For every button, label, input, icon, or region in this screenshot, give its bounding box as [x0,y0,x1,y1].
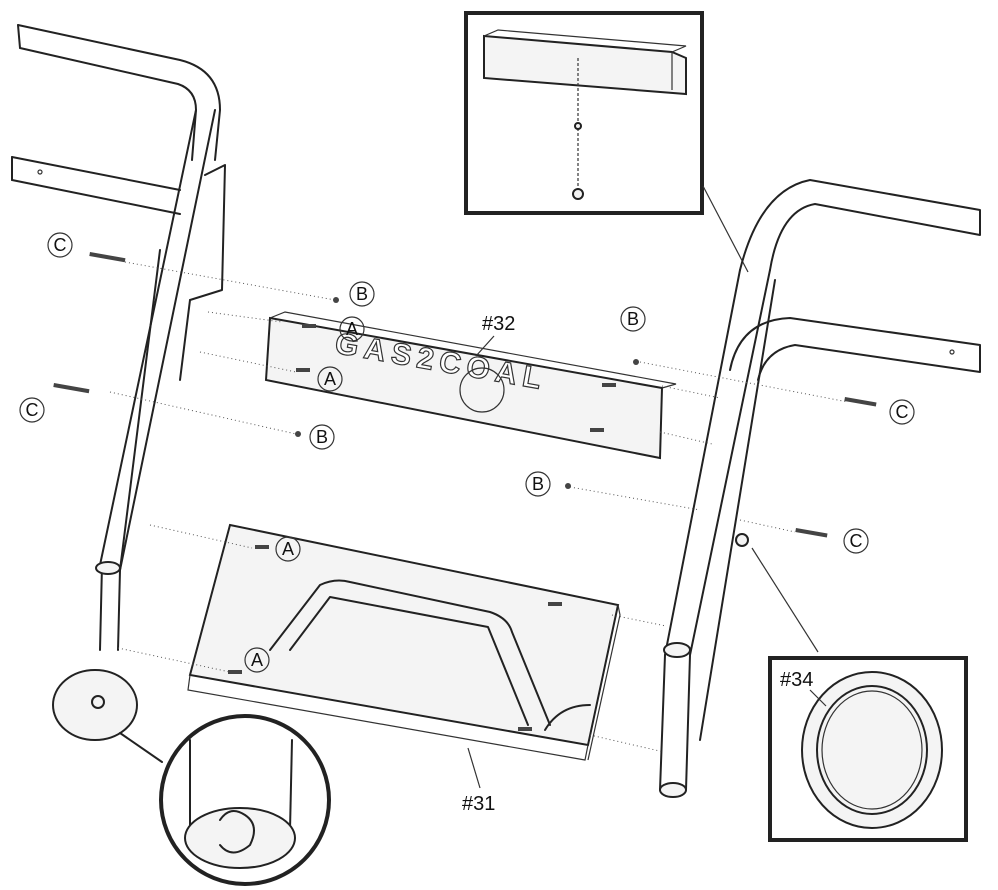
inset-leader-right [751,547,819,653]
callout-b-right-bottom: B [525,471,551,497]
svg-text:#32: #32 [482,313,515,335]
svg-text:A: A [346,319,358,339]
left-frame [11,24,226,651]
callout-a-shelf-bottom: A [244,647,270,673]
guide-lines [109,261,849,753]
callout-a-shelf-top: A [275,536,301,562]
screws [53,252,877,731]
svg-text:C: C [850,531,863,551]
inset-leader-top [702,185,749,273]
svg-text:#34: #34 [780,669,813,691]
callout-c-left-bottom: C [19,397,45,423]
svg-text:A: A [251,650,263,670]
svg-text:B: B [356,284,368,304]
part-label-32: #32 [475,313,515,357]
svg-text:#31: #31 [462,793,495,815]
svg-text:B: B [532,474,544,494]
svg-text:A: A [324,369,336,389]
svg-text:C: C [26,400,39,420]
callout-c-right-bottom: C [843,528,869,554]
gasket-inset [768,656,968,842]
part-label-31: #31 [462,747,495,815]
svg-text:B: B [316,427,328,447]
part-label-34: #34 [780,669,813,691]
callout-a-panel-bottom: A [317,366,343,392]
svg-text:C: C [54,235,67,255]
svg-text:B: B [627,309,639,329]
svg-text:C: C [896,402,909,422]
rear-panel-bracket-inset [464,11,704,215]
callout-b-left-bottom: B [309,424,335,450]
callout-b-right-top: B [620,306,646,332]
right-frame [659,179,981,798]
bottom-shelf-31 [187,523,621,761]
callout-a-panel-top: A [339,316,365,342]
svg-text:A: A [282,539,294,559]
callout-c-right-top: C [889,399,915,425]
callout-b-left-top: B [349,281,375,307]
callout-c-left-top: C [47,232,73,258]
left-caster [52,669,331,886]
